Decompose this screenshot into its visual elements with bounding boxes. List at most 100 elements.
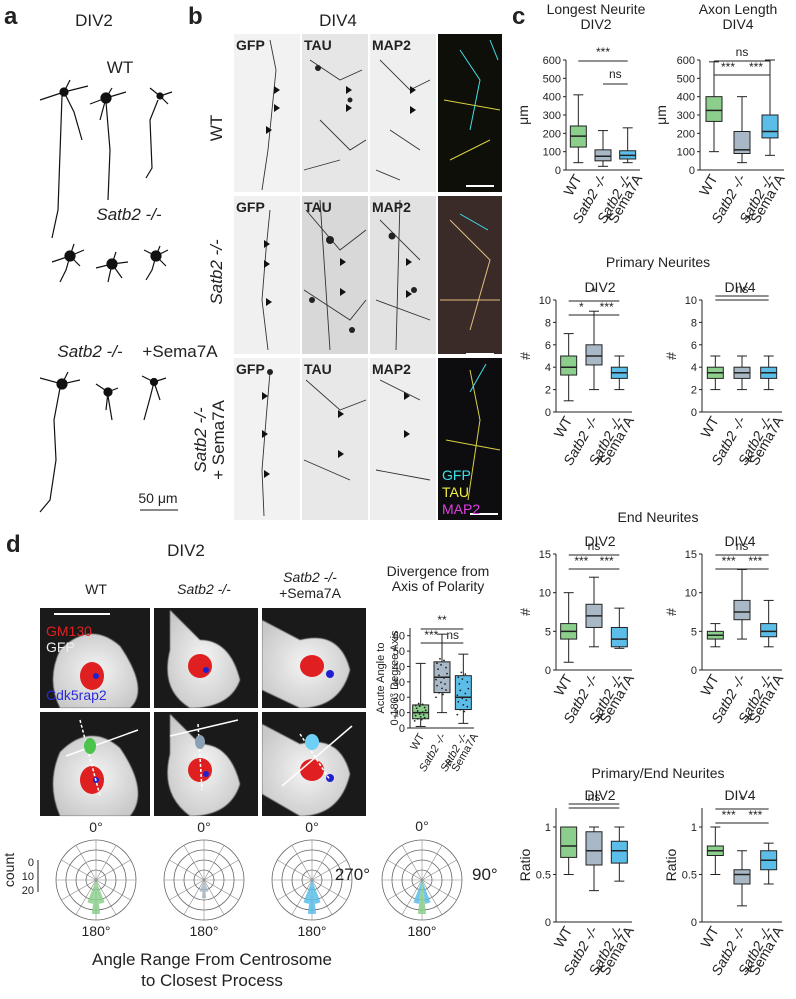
sig-label: ns	[588, 539, 601, 553]
arrowheads	[262, 86, 416, 478]
data-point	[466, 705, 469, 708]
sig-label: ***	[722, 808, 736, 822]
data-point	[442, 693, 444, 696]
box-chart-1: Axon LengthDIV4μm0100200300400500600WTSa…	[653, 1, 788, 226]
box	[585, 831, 603, 866]
centrosome-micrographs	[40, 608, 366, 816]
cross-symbol: ×	[605, 209, 613, 225]
sig-label: ns	[609, 67, 622, 81]
polar-180-label: 180°	[82, 923, 111, 939]
y-tick-label: 0	[691, 665, 697, 677]
data-point	[465, 699, 468, 701]
sig-label: *	[592, 285, 597, 299]
y-tick-label: 1	[691, 822, 697, 834]
y-tick-label: 300	[677, 110, 695, 122]
polar-wedge	[303, 880, 312, 904]
data-point	[457, 676, 460, 679]
panel-c-letter: c	[512, 3, 525, 30]
sig-label: ***	[721, 60, 735, 74]
y-tick-label: 50	[393, 646, 405, 658]
neuron-tracings-wt	[39, 79, 173, 239]
polar-0-label-4: 0°	[415, 818, 428, 834]
y-tick-label: 5	[545, 626, 551, 638]
data-point	[438, 691, 440, 694]
box	[594, 149, 612, 162]
x-tick-label: WT	[697, 671, 722, 698]
y-tick-label: 10	[393, 708, 405, 720]
column-label-ko: Satb2 -/-	[177, 581, 231, 597]
chart-title: DIV2	[580, 16, 611, 32]
cross-symbol: ×	[744, 709, 752, 725]
data-point	[456, 713, 459, 716]
y-tick-label: 500	[677, 73, 695, 85]
data-point	[460, 671, 463, 674]
data-point	[435, 696, 437, 699]
y-axis-label: μm	[653, 105, 669, 125]
data-point	[456, 694, 459, 697]
neuron-tracings-ko	[51, 243, 169, 283]
data-point	[417, 702, 420, 705]
cross-symbol: ×	[444, 755, 452, 771]
polar-0-label: 0°	[89, 819, 102, 835]
data-point	[421, 711, 424, 714]
data-point	[458, 682, 461, 685]
sig-label: ***	[722, 554, 736, 568]
polar-histograms: 0°180°0°180°0°180°180°	[55, 819, 463, 939]
data-point	[438, 674, 440, 677]
y-tick-label: 30	[393, 677, 405, 689]
y-tick-label: 4	[545, 362, 551, 374]
data-point	[440, 663, 442, 666]
y-axis-label: #	[517, 608, 533, 616]
polar-spoke	[421, 879, 457, 901]
y-tick-label: 0	[691, 407, 697, 419]
y-tick-label: 10	[685, 295, 697, 307]
channel-gfp-row2: GFP	[236, 199, 265, 215]
micrograph-grid	[234, 34, 502, 520]
chart-title: DIV4	[722, 16, 753, 32]
polar-spoke	[61, 859, 97, 881]
polar-spoke	[311, 845, 333, 881]
panel-b: b DIV4	[188, 3, 502, 520]
y-tick-label: 0	[399, 723, 405, 735]
y-tick-label: 20	[393, 692, 405, 704]
x-tick-label: WT	[551, 413, 576, 440]
sig-label: ns	[588, 790, 601, 804]
panel-a-ko-label: Satb2 -/-	[96, 205, 162, 224]
polar-spoke	[387, 859, 423, 881]
y-tick-label: 6	[545, 340, 551, 352]
box	[560, 826, 578, 858]
polar-spoke	[277, 859, 313, 881]
polar-spoke	[311, 879, 347, 901]
box	[733, 869, 751, 885]
box	[610, 840, 628, 864]
sig-label: ***	[748, 554, 762, 568]
polar-wedge	[199, 880, 204, 892]
count-tick-20: 20	[22, 885, 34, 897]
polar-histogram-0: 0° 180°	[55, 819, 137, 939]
polar-wedge	[417, 880, 427, 914]
data-point	[418, 713, 421, 716]
cross-symbol: ×	[596, 709, 604, 725]
sig-label: ns	[446, 628, 459, 642]
data-point	[436, 684, 438, 687]
data-point	[422, 714, 425, 716]
data-point	[414, 704, 417, 707]
polar-spoke	[61, 879, 97, 901]
y-axis-label: Ratio	[663, 848, 679, 881]
data-point	[461, 697, 464, 700]
data-point	[466, 681, 469, 683]
merge-label-gfp: GFP	[442, 467, 471, 483]
data-point	[464, 673, 467, 676]
cross-symbol: ×	[596, 451, 604, 467]
data-point	[437, 668, 439, 671]
chart-title: Divergence from	[387, 563, 490, 579]
box	[560, 355, 578, 376]
data-point	[424, 709, 427, 712]
data-point	[416, 710, 419, 712]
y-tick-label: 0	[689, 165, 695, 177]
sig-label: *	[740, 793, 745, 807]
polar-spoke	[291, 845, 313, 881]
channel-tau-row1: TAU	[304, 37, 332, 53]
